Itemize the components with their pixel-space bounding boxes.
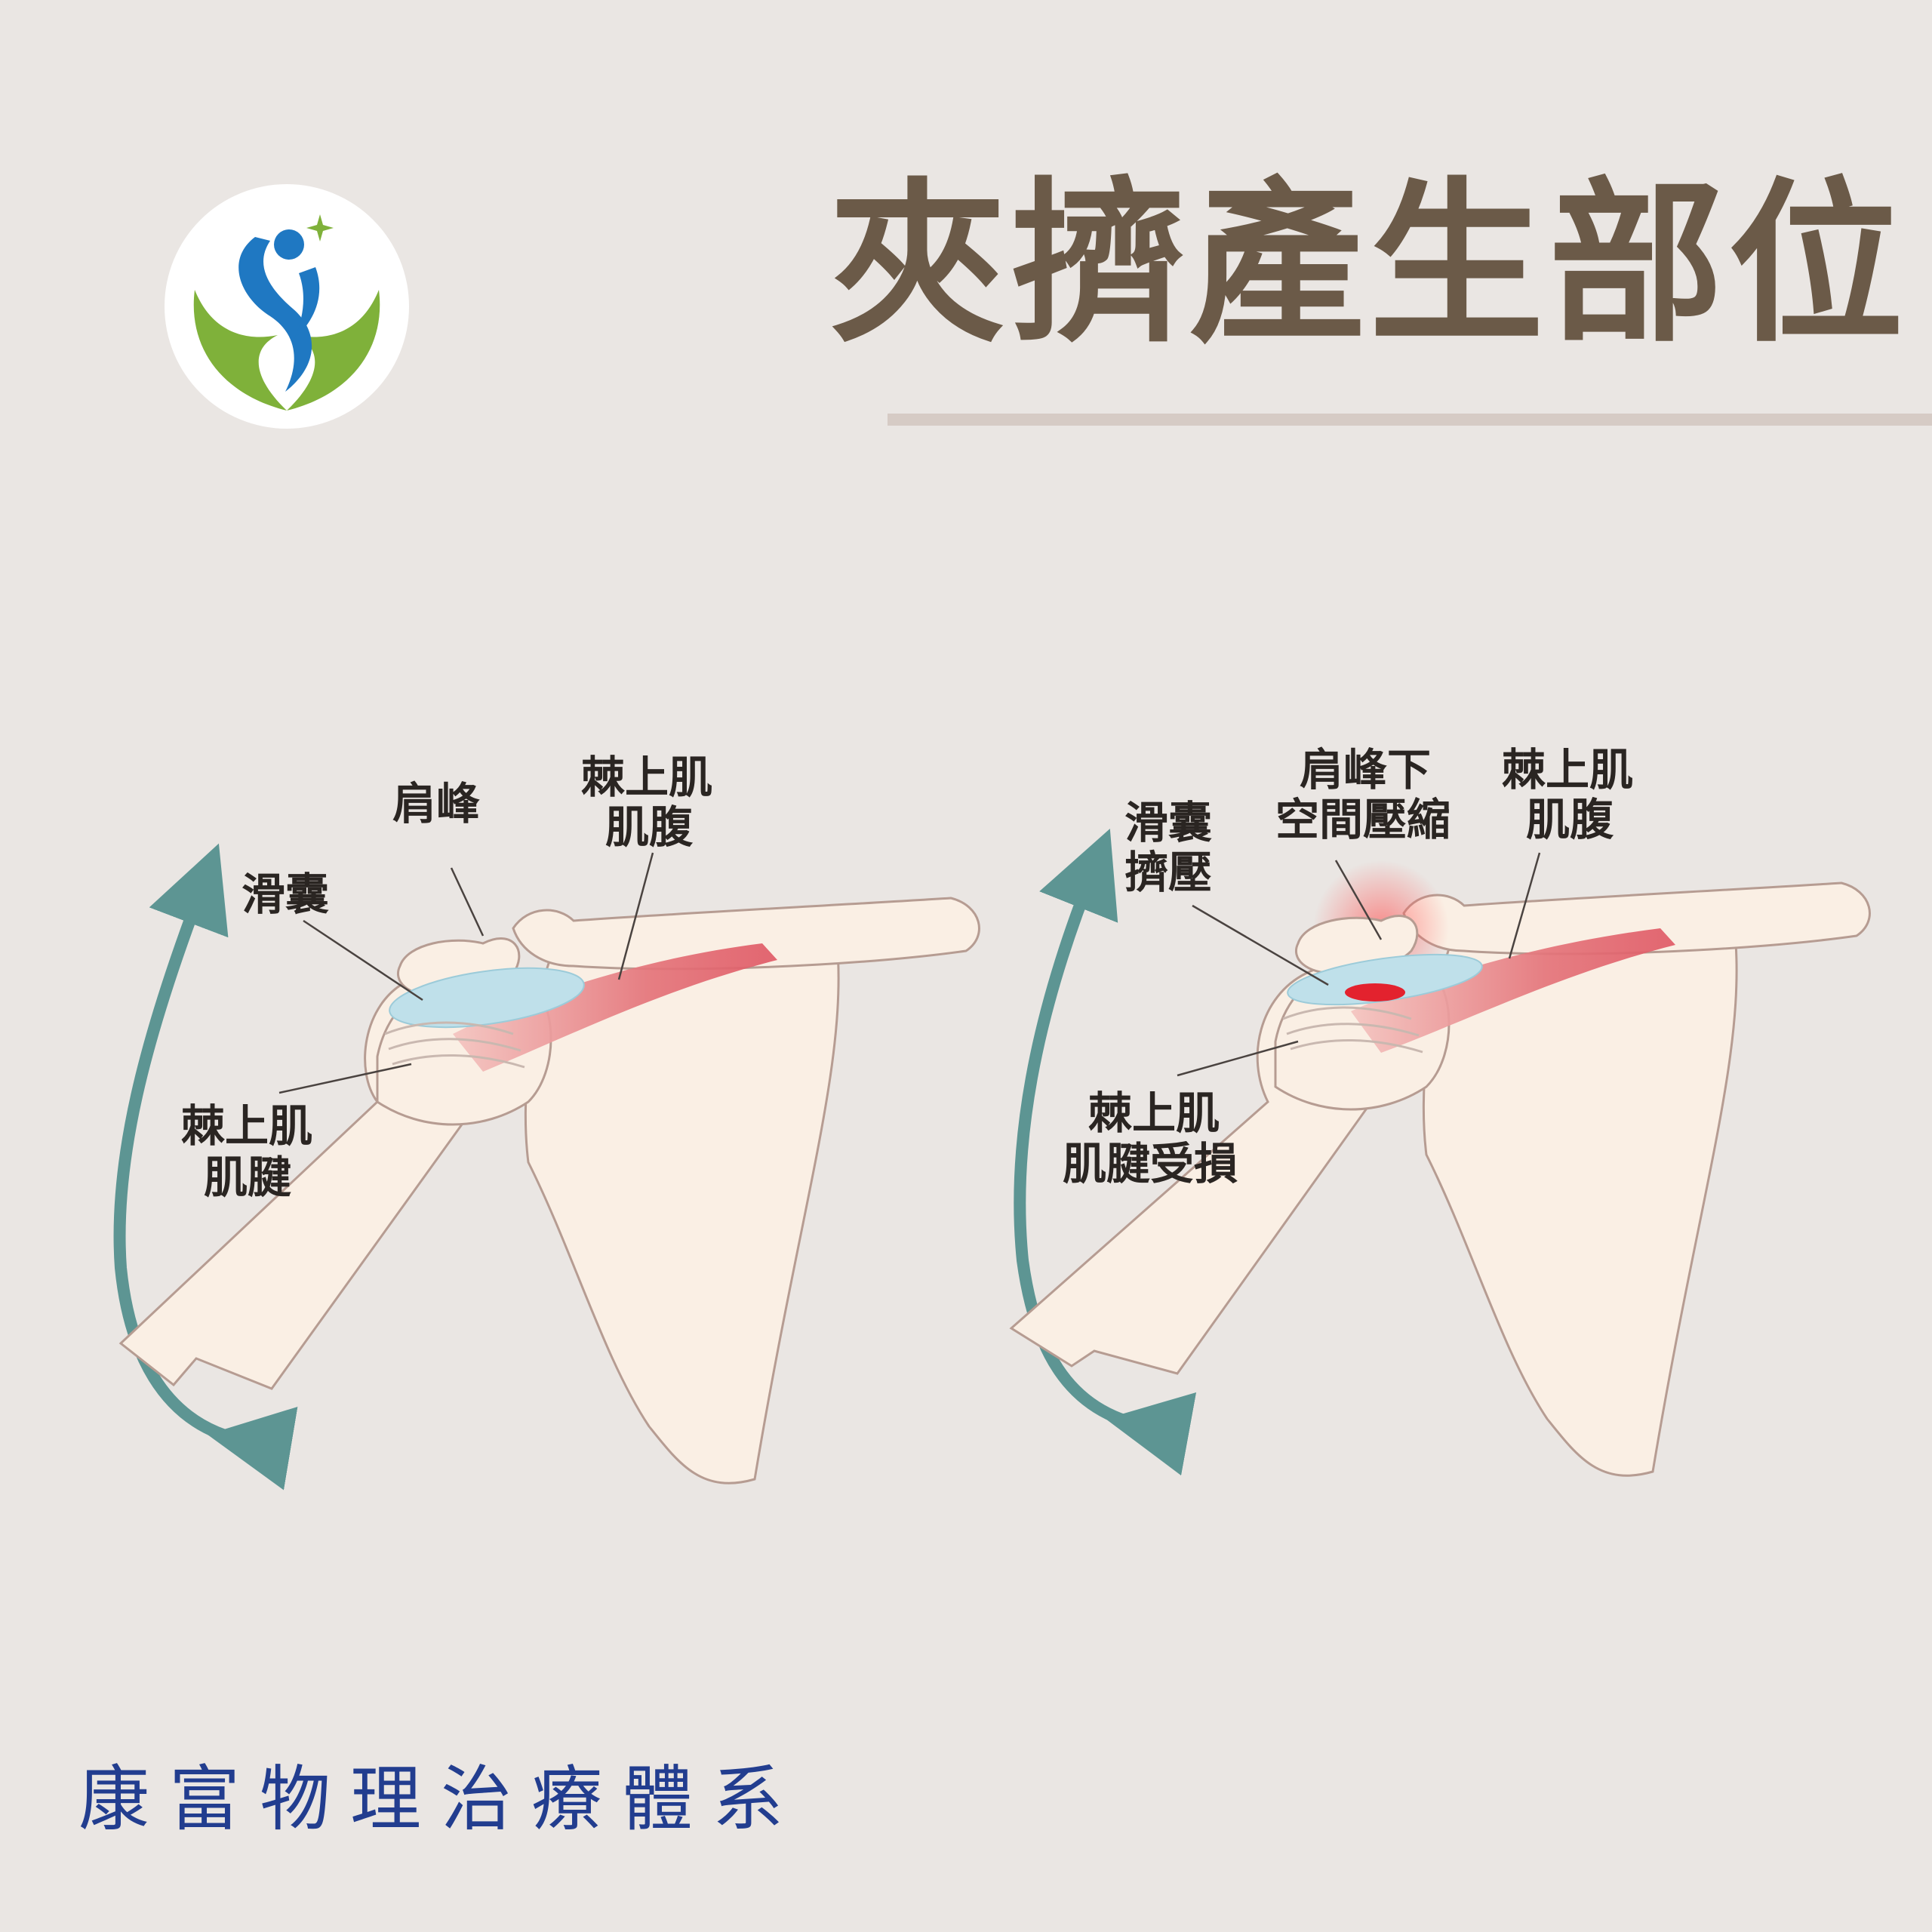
impingement-shoulder: 肩峰下 空間壓縮 棘上肌 肌腹 滑囊 擠壓 棘上肌 肌腱受損 xyxy=(1009,744,1871,1477)
left-supraspinatus-muscle xyxy=(453,943,777,1072)
logo-figure-swirl-icon xyxy=(238,237,312,392)
label-belly-line2: 肌腹 xyxy=(605,801,694,853)
label-acromion: 肩峰 xyxy=(392,778,480,829)
logo-star-icon xyxy=(306,214,334,242)
leader-belly xyxy=(617,852,654,980)
label-space-line2: 空間壓縮 xyxy=(1275,794,1451,845)
right-tendon xyxy=(1282,1006,1423,1054)
leader-bursa-right xyxy=(1192,904,1329,986)
leader-acromion xyxy=(450,867,485,937)
shoulder-diagrams-svg: 肩峰 棘上肌 肌腹 滑囊 棘上肌 肌腱 xyxy=(113,744,1871,1491)
page-title: 夾擠產生部位 xyxy=(830,162,1909,366)
leader-space xyxy=(1334,860,1383,940)
logo-figure-head-icon xyxy=(274,229,304,260)
shoulder-diagrams: 肩峰 棘上肌 肌腹 滑囊 棘上肌 肌腱 xyxy=(0,679,1932,1509)
clinic-name-footer: 康富物理治療體系 xyxy=(78,1758,804,1841)
left-tendon xyxy=(384,1021,525,1069)
leader-bursa xyxy=(303,919,423,1001)
right-tendon-injury xyxy=(1345,983,1405,1001)
label-bursa-right-line1: 滑囊 xyxy=(1124,797,1212,848)
left-clavicle-bone xyxy=(512,897,980,971)
right-rotation-arrow xyxy=(1014,829,1197,1476)
logo-left-leaf-icon xyxy=(193,290,287,411)
leader-injury xyxy=(1177,1040,1299,1077)
label-injury-line1: 棘上肌 xyxy=(1088,1088,1220,1139)
normal-shoulder: 肩峰 棘上肌 肌腹 滑囊 棘上肌 肌腱 xyxy=(113,752,980,1491)
right-clavicle-bone xyxy=(1402,881,1871,955)
right-supraspinatus-muscle xyxy=(1351,928,1675,1053)
clinic-logo xyxy=(165,184,409,429)
label-belly-right-line1: 棘上肌 xyxy=(1502,744,1633,795)
label-belly-line1: 棘上肌 xyxy=(581,752,712,803)
logo-right-leaf-icon xyxy=(287,290,380,411)
logo-figure-arm-icon xyxy=(294,267,320,339)
label-tendon-line2: 肌腱 xyxy=(204,1152,291,1203)
left-rotation-arrow xyxy=(113,843,298,1491)
label-belly-right-line2: 肌腹 xyxy=(1526,794,1614,845)
title-divider xyxy=(888,414,1932,426)
leader-belly-right xyxy=(1508,852,1541,959)
label-injury-line2: 肌腱受損 xyxy=(1063,1138,1238,1189)
label-tendon-line1: 棘上肌 xyxy=(181,1100,312,1152)
logo-emblem-icon xyxy=(193,214,380,411)
label-bursa-right-line2: 擠壓 xyxy=(1124,847,1212,898)
label-space-line1: 肩峰下 xyxy=(1300,744,1431,795)
leader-tendon xyxy=(278,1063,412,1094)
left-bursa xyxy=(389,967,585,1029)
label-bursa: 滑囊 xyxy=(242,869,329,920)
